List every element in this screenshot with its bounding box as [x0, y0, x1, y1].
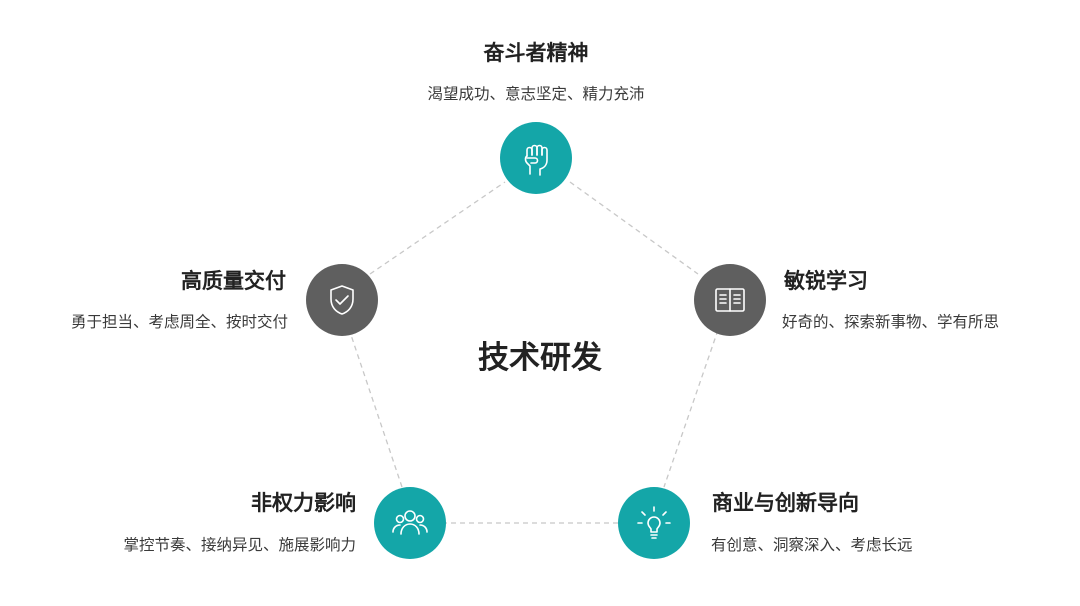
lightbulb-icon — [637, 506, 671, 539]
connector-top-right — [569, 181, 699, 275]
node-circle-right — [694, 264, 766, 336]
node-desc-bottom-right: 有创意、洞察深入、考虑长远 — [711, 536, 913, 554]
node-circle-bottom-right — [618, 487, 690, 559]
node-circle-top — [500, 122, 572, 194]
node-circle-bottom-left — [374, 487, 446, 559]
connector-right-bottomright — [663, 329, 719, 488]
fist-icon — [524, 144, 548, 176]
node-desc-bottom-left: 掌控节奏、接纳异见、施展影响力 — [123, 536, 356, 554]
people-icon — [392, 510, 428, 535]
node-desc-top: 渴望成功、意志坚定、精力充沛 — [427, 85, 645, 103]
node-desc-right: 好奇的、探索新事物、学有所思 — [782, 313, 1000, 331]
node-title-top: 奋斗者精神 — [483, 41, 589, 65]
shield-check-icon — [330, 285, 354, 315]
node-title-right: 敏锐学习 — [784, 269, 868, 293]
center-title: 技术研发 — [478, 340, 602, 376]
node-circle-left — [306, 264, 378, 336]
node-title-left: 高质量交付 — [181, 269, 286, 293]
connector-bottomleft-left — [349, 331, 403, 488]
node-title-bottom-right: 商业与创新导向 — [712, 491, 859, 515]
book-icon — [715, 288, 745, 312]
node-desc-left: 勇于担当、考虑周全、按时交付 — [70, 313, 288, 331]
node-title-bottom-left: 非权力影响 — [251, 491, 356, 515]
connector-left-top — [369, 181, 506, 275]
